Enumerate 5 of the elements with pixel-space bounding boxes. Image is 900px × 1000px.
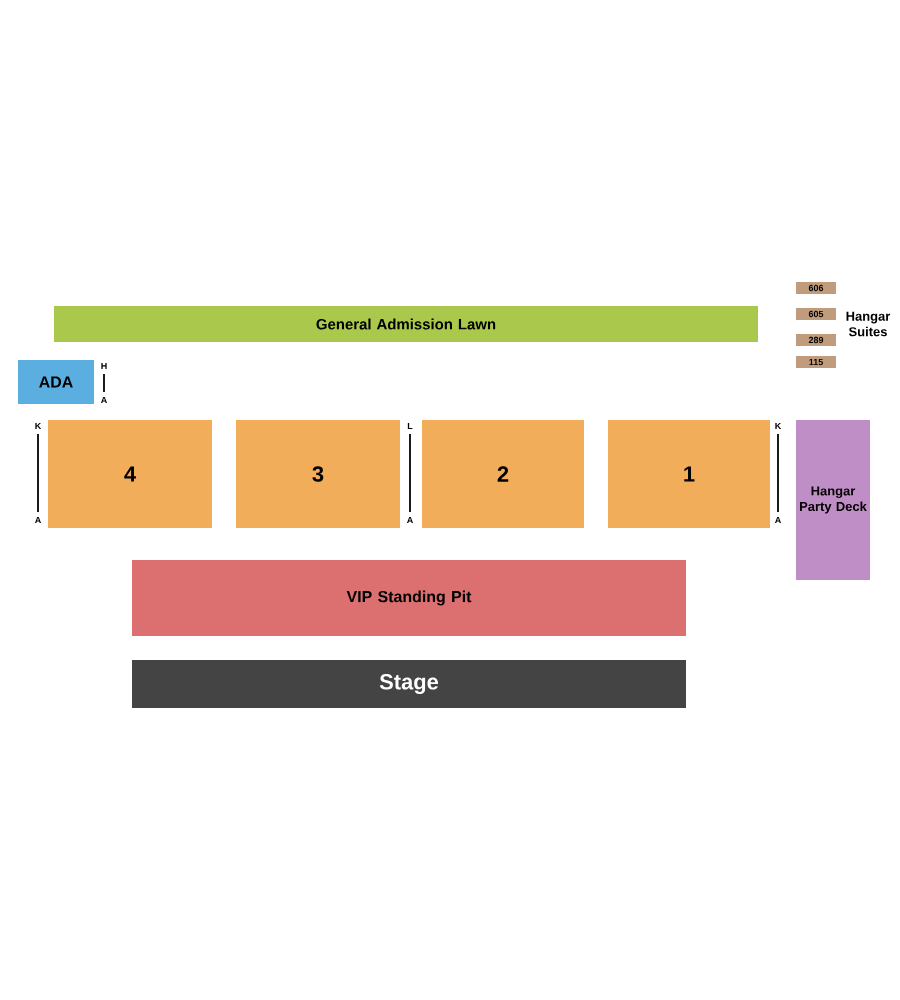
section-box: 4 bbox=[48, 420, 212, 528]
section-box: 1 bbox=[608, 420, 770, 528]
section-box: 2 bbox=[422, 420, 584, 528]
stage-box: Stage bbox=[132, 660, 686, 708]
section-box: 3 bbox=[236, 420, 400, 528]
